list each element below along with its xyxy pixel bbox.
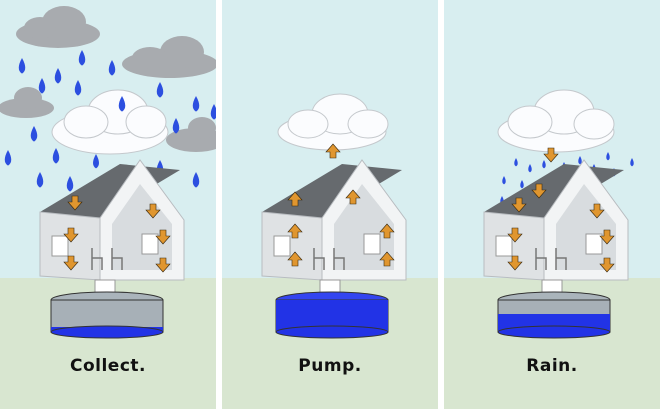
raindrop-icon [630, 158, 634, 167]
chair-icon [313, 248, 345, 270]
window [51, 235, 69, 257]
panel-caption: Collect. [69, 356, 146, 376]
raindrop-icon [78, 50, 86, 66]
window [141, 233, 159, 255]
raindrop-icon [192, 96, 200, 112]
cloud-icon [497, 89, 615, 153]
raindrop-icon [30, 126, 38, 142]
raindrop-icon [93, 154, 99, 169]
cloud-icon [51, 89, 169, 155]
raindrop-icon [4, 150, 12, 166]
window [585, 233, 603, 255]
panel-caption: Pump. [298, 356, 362, 376]
rain-cloud-icon [166, 117, 216, 152]
window [273, 235, 291, 257]
rain-cloud-icon [122, 36, 216, 78]
raindrop-icon [52, 148, 60, 164]
panel-pump: Pump. [222, 0, 438, 409]
raindrop-icon [502, 176, 506, 185]
rain-cloud-icon [16, 6, 100, 48]
panel-collect: Collect. [0, 0, 216, 409]
cloud-icon [277, 93, 389, 151]
water-tank-icon [275, 291, 389, 339]
raindrop-icon [38, 78, 46, 94]
raindrop-icon [172, 118, 180, 134]
raindrop-icon [192, 172, 200, 188]
chair-icon [91, 248, 123, 270]
raindrop-icon [74, 80, 82, 96]
chair-icon [535, 248, 567, 270]
water-tank-icon [497, 291, 611, 339]
water-tank-icon [50, 291, 164, 339]
raindrop-icon [66, 176, 74, 192]
pump-illustration [222, 0, 438, 409]
rain-cloud-icon [0, 87, 54, 118]
raindrop-icon [108, 60, 116, 76]
raindrop-icon [36, 172, 44, 188]
raindrop-icon [606, 152, 610, 161]
window [363, 233, 381, 255]
window [495, 235, 513, 257]
raindrop-icon [118, 96, 126, 112]
collect-illustration [0, 0, 216, 409]
raindrop-icon [18, 58, 26, 74]
panel-caption: Rain. [526, 356, 578, 376]
panel-rain: Rain. [444, 0, 660, 409]
raindrop-icon [542, 160, 546, 169]
raindrop-icon [528, 164, 532, 173]
raindrop-icon [514, 158, 518, 167]
raindrop-icon [54, 68, 62, 84]
raindrops [4, 50, 216, 192]
raindrop-icon [578, 156, 582, 165]
raindrop-icon [520, 180, 524, 189]
rain-illustration [444, 0, 660, 409]
raindrop-icon [210, 104, 216, 120]
raindrop-icon [156, 82, 164, 98]
